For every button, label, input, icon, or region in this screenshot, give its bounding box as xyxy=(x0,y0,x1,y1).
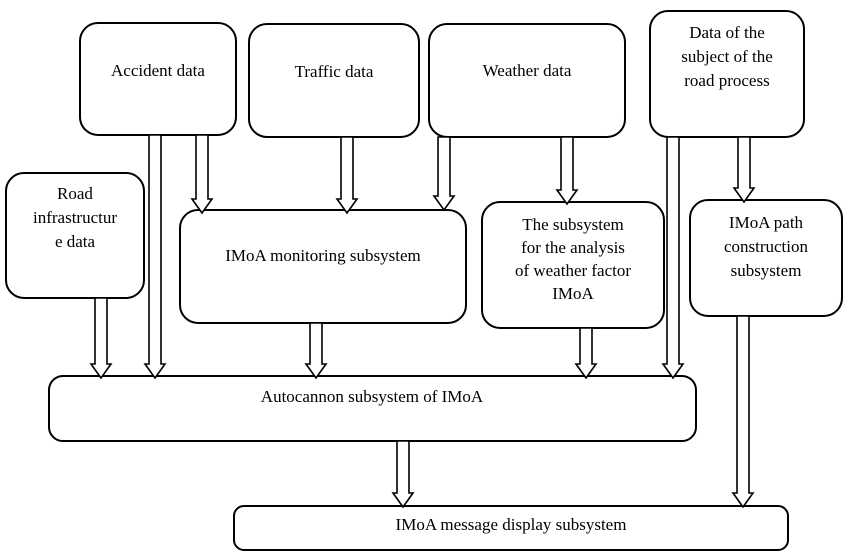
node-traffic-data-label: Traffic data xyxy=(295,62,374,81)
arrow-weather-data-to-weather-analysis-subsystem xyxy=(555,136,579,206)
node-road-subject-data-line2: subject of the xyxy=(681,47,773,66)
node-weather-analysis-line4: IMoA xyxy=(552,284,594,303)
node-monitoring-subsystem-label: IMoA monitoring subsystem xyxy=(225,246,421,265)
node-road-infrastructure-data-line2: infrastructur xyxy=(33,208,117,227)
node-road-infrastructure-data-line1: Road xyxy=(57,184,93,203)
node-accident-data-label: Accident data xyxy=(111,61,205,80)
arrow-weather-data-to-monitoring-subsystem xyxy=(432,136,456,212)
node-traffic-data: Traffic data xyxy=(248,23,420,138)
node-weather-analysis-line1: The subsystem xyxy=(522,215,624,234)
node-path-construction-line2: construction xyxy=(724,237,809,256)
arrow-road-subject-data-to-path-construction-subsystem xyxy=(732,136,756,204)
arrow-autocannon-subsystem-to-message-display-subsystem xyxy=(391,440,415,509)
node-weather-data: Weather data xyxy=(428,23,626,138)
node-weather-analysis-line3: of weather factor xyxy=(515,261,631,280)
node-autocannon-subsystem-label: Autocannon subsystem of IMoA xyxy=(261,387,484,406)
node-road-subject-data: Data of the subject of the road process xyxy=(649,10,805,138)
node-weather-analysis-subsystem: The subsystem for the analysis of weathe… xyxy=(481,201,665,329)
node-road-infrastructure-data-line3: e data xyxy=(55,232,96,251)
node-message-display-subsystem-label: IMoA message display subsystem xyxy=(396,515,627,534)
node-path-construction-line1: IMoA path xyxy=(729,213,804,232)
node-road-infrastructure-data: Road infrastructur e data xyxy=(5,172,145,299)
node-monitoring-subsystem: IMoA monitoring subsystem xyxy=(179,209,467,324)
node-weather-data-label: Weather data xyxy=(483,61,572,80)
arrows-layer xyxy=(89,134,756,509)
node-accident-data: Accident data xyxy=(79,22,237,136)
arrow-monitoring-subsystem-to-autocannon-subsystem xyxy=(304,322,328,380)
node-path-construction-subsystem: IMoA path construction subsystem xyxy=(689,199,843,317)
node-weather-analysis-line2: for the analysis xyxy=(521,238,625,257)
arrow-accident-data-to-autocannon-subsystem xyxy=(143,134,167,380)
arrow-path-construction-subsystem-to-message-display-subsystem xyxy=(731,315,755,509)
arrow-road-infrastructure-data-to-autocannon-subsystem xyxy=(89,297,113,380)
node-road-subject-data-line1: Data of the xyxy=(689,23,765,42)
arrow-road-subject-data-to-autocannon-subsystem xyxy=(661,136,685,380)
node-message-display-subsystem: IMoA message display subsystem xyxy=(233,505,789,551)
arrow-accident-data-to-monitoring-subsystem xyxy=(190,134,214,215)
node-road-subject-data-line3: road process xyxy=(684,71,769,90)
node-autocannon-subsystem: Autocannon subsystem of IMoA xyxy=(48,375,697,442)
node-path-construction-line3: subsystem xyxy=(731,261,802,280)
arrow-traffic-data-to-monitoring-subsystem xyxy=(335,136,359,215)
arrow-weather-analysis-subsystem-to-autocannon-subsystem xyxy=(574,327,598,380)
